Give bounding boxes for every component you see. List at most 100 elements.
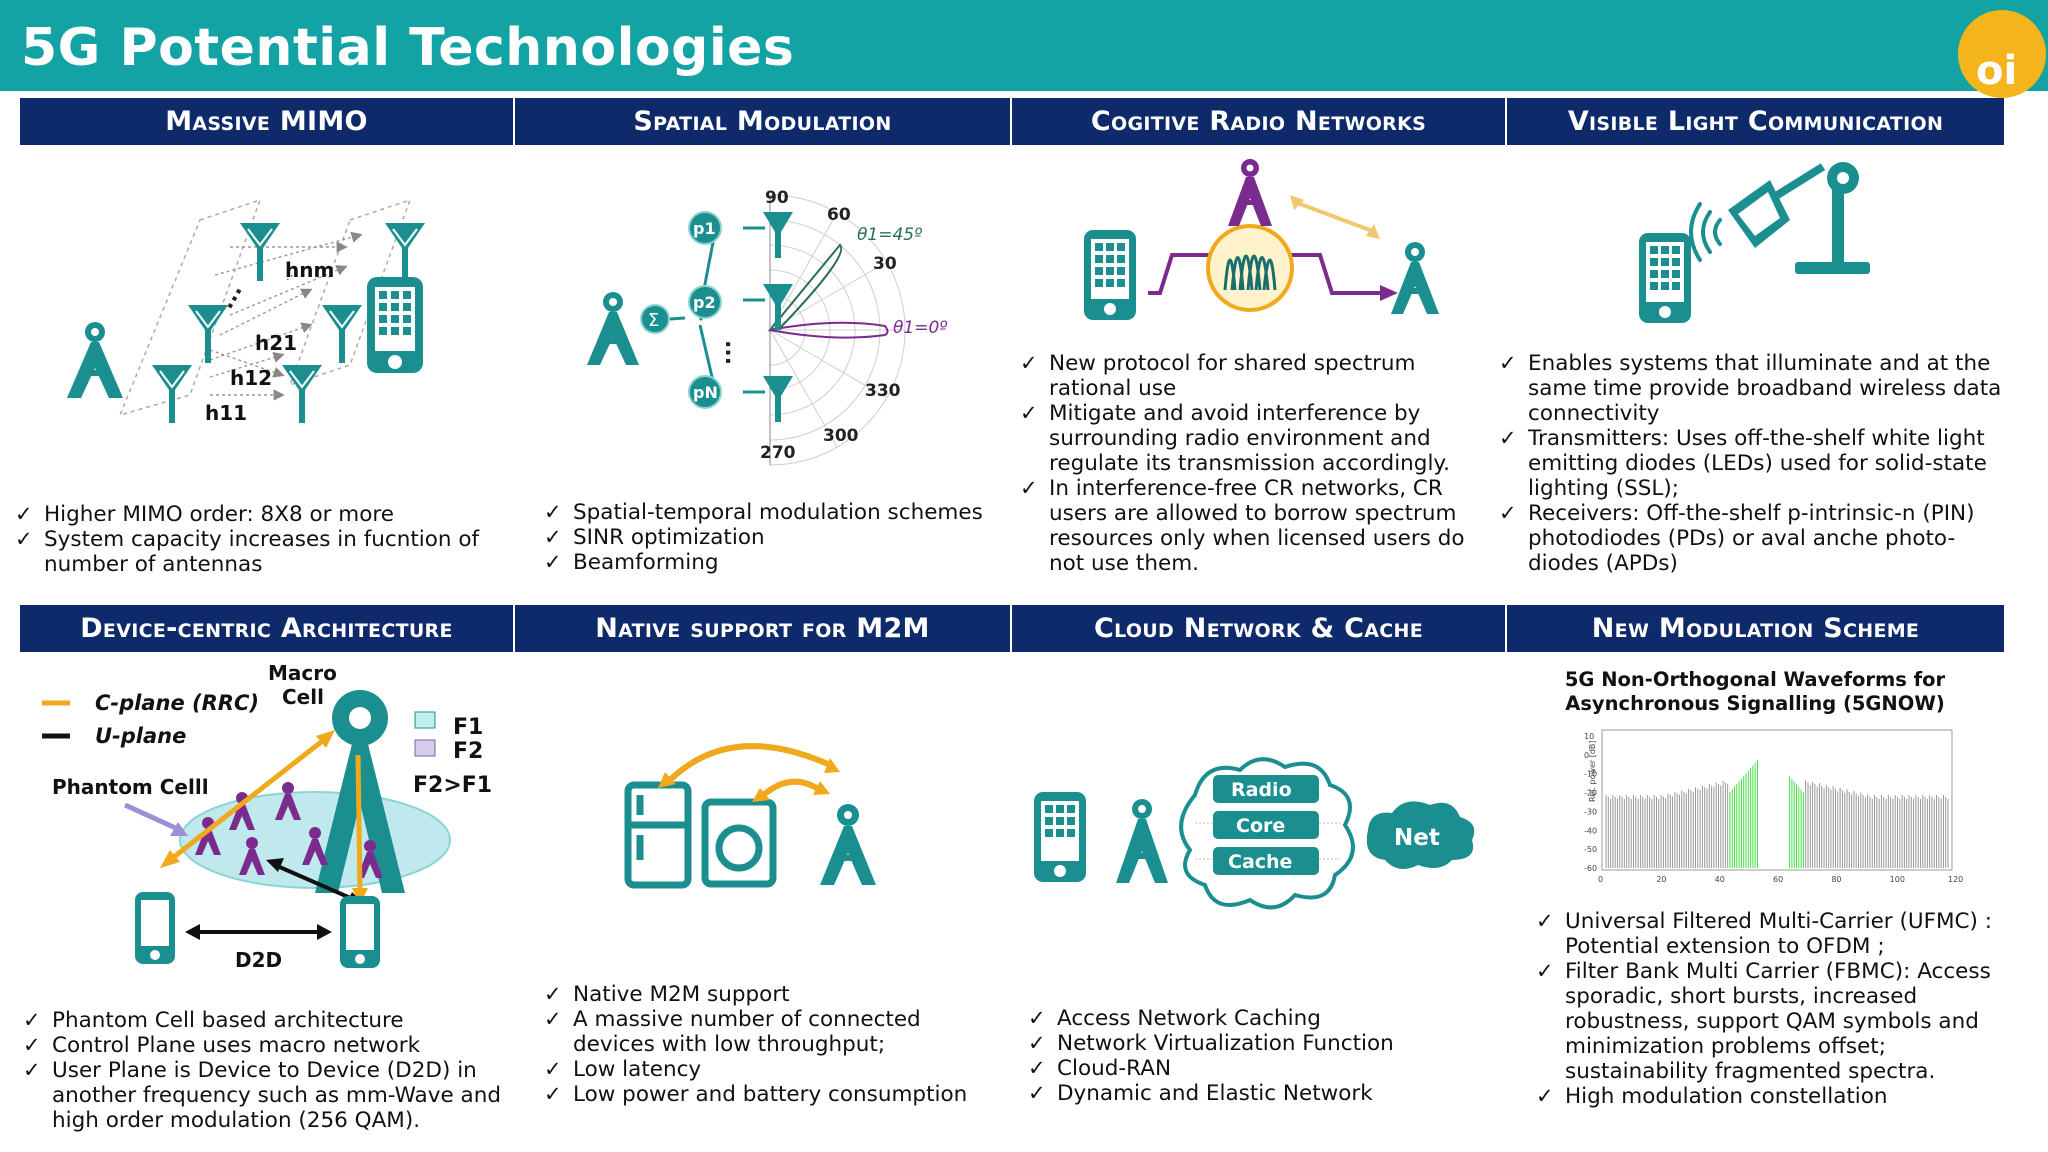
angle-300: 300 [823,426,859,446]
cloud-bullet: Cloud-RAN [1028,1056,1488,1081]
visible-light-bullets: Enables systems that illuminate and at t… [1499,351,2019,576]
cognitive-radio-figure [1084,159,1439,320]
cloud-cache: Cache [1228,851,1292,873]
d2d-label: D2D [235,948,282,972]
xtick-label: 60 [1773,875,1783,884]
cloud-bullet: Access Network Caching [1028,1006,1488,1031]
m2m-bullet: Low latency [544,1057,1004,1082]
m2m-bullet: A massive number of connected devices wi… [544,1007,1004,1057]
m2m-bullet: Low power and battery consumption [544,1082,1004,1107]
m2m-bullets: Native M2M support A massive number of c… [544,982,1004,1107]
angle-60: 60 [827,205,851,225]
angle-270: 270 [760,443,796,463]
device-centric-bullet: Phantom Cell based architecture [23,1008,503,1033]
xtick-label: 100 [1890,875,1905,884]
legend-uplane: U-plane [95,724,186,748]
node-p1: p1 [693,219,716,238]
legend-cplane: C-plane (RRC) [95,691,259,715]
device-centric-bullet: User Plane is Device to Device (D2D) in … [23,1058,503,1133]
node-pN: pN [693,383,718,402]
header-spatial-modulation: Spatial Modulation [515,98,1012,145]
xtick-label: 120 [1948,875,1963,884]
device-centric-figure: C-plane (RRC) U-plane Macro Cell F1 F2 F… [42,661,492,972]
legend-f1: F1 [453,715,483,740]
ytick-label: 0 [1584,751,1589,760]
m2m-bullet: Native M2M support [544,982,1004,1007]
header-cloud-network: Cloud Network & Cache [1012,605,1507,652]
header-massive-mimo: Massive MIMO [20,98,515,145]
title-bar [0,0,2048,91]
svg-text:⋰: ⋰ [286,269,297,282]
visible-light-bullet: Receivers: Off-the-shelf p-intrinsic-n (… [1499,501,2019,576]
label-h11: h11 [205,401,247,425]
node-p2: p2 [693,293,716,312]
ytick-label: -10 [1584,770,1597,779]
cognitive-bullet: New protocol for shared spectrum rationa… [1020,351,1475,401]
page-title: 5G Potential Technologies [21,18,795,78]
visible-light-bullet: Enables systems that illuminate and at t… [1499,351,2019,426]
massive-mimo-figure: ⋰ ... ... hnm h21 h12 h11 [67,198,426,425]
logo-text: oi [1976,48,2018,94]
legend-f2: F2 [453,739,483,764]
cloud-bullet: Dynamic and Elastic Network [1028,1081,1488,1106]
mimo-bullet: System capacity increases in fucntion of… [15,527,485,577]
spatial-modulation-figure: 90 60 30 330 300 270 θ1=45º θ1=0º Σ p1 p… [587,188,947,466]
net-cloud: Net [1394,825,1440,851]
visible-light-bullet: Transmitters: Uses off-the-shelf white l… [1499,426,2019,501]
angle-90: 90 [765,188,789,208]
header-device-centric: Device-centric Architecture [20,605,515,652]
xtick-label: 20 [1656,875,1666,884]
svg-text:Macro: Macro [268,661,337,685]
modulation-bullet: High modulation constellation [1536,1084,2016,1109]
sum-node: Σ [648,310,659,331]
m2m-figure [624,743,876,889]
svg-text:Cell: Cell [282,685,324,709]
ytick-label: -30 [1584,807,1597,816]
mimo-bullet: Higher MIMO order: 8X8 or more [15,502,485,527]
modulation-bullet: Universal Filtered Multi-Carrier (UFMC) … [1536,909,2016,959]
cloud-radio: Radio [1231,779,1292,801]
xtick-label: 80 [1831,875,1841,884]
spectrum-ylabel: Rel. power [dB] [1588,740,1597,802]
visible-light-figure [1639,162,1870,323]
cloud-core: Core [1236,815,1285,837]
cognitive-bullet: Mitigate and avoid interference by surro… [1020,401,1475,476]
label-h21: h21 [255,331,297,355]
cloud-network-figure: Radio Core Cache Net [1034,757,1475,910]
header-cognitive-radio: Cogitive Radio Networks [1012,98,1507,145]
cognitive-bullet: In interference-free CR networks, CR use… [1020,476,1475,576]
cloud-bullet: Network Virtualization Function [1028,1031,1488,1056]
ytick-label: -50 [1584,845,1597,854]
device-centric-bullet: Control Plane uses macro network [23,1033,503,1058]
header-m2m: Native support for M2M [515,605,1012,652]
theta-45: θ1=45º [857,225,922,245]
ytick-label: -20 [1584,789,1597,798]
xtick-label: 40 [1715,875,1725,884]
cloud-bullets: Access Network Caching Network Virtualiz… [1028,1006,1488,1106]
spatial-bullet: Beamforming [544,550,1004,575]
modulation-figure-title: 5G Non-Orthogonal Waveforms for Asynchro… [1564,668,1946,715]
modulation-bullet: Filter Bank Multi Carrier (FBMC): Access… [1536,959,2016,1084]
spatial-bullet: Spatial-temporal modulation schemes [544,500,1004,525]
ytick-label: 10 [1584,732,1594,741]
device-centric-bullets: Phantom Cell based architecture Control … [23,1008,503,1133]
svg-text:hnm: hnm [285,258,334,282]
label-h12: h12 [230,366,272,390]
angle-30: 30 [873,254,897,274]
svg-text:...: ... [720,340,745,365]
cognitive-bullets: New protocol for shared spectrum rationa… [1020,351,1475,576]
legend-f2f1: F2>F1 [413,773,492,798]
xtick-label: 0 [1598,875,1603,884]
ytick-label: -40 [1584,826,1597,835]
modulation-bullets: Universal Filtered Multi-Carrier (UFMC) … [1536,909,2016,1109]
phantom-label: Phantom Celll [52,775,209,799]
mimo-bullets: Higher MIMO order: 8X8 or more System ca… [15,502,485,577]
spatial-bullets: Spatial-temporal modulation schemes SINR… [544,500,1004,575]
oi-logo: oi [1958,10,2046,98]
label-hnm: hnm [285,258,334,282]
header-visible-light: Visible Light Communication [1507,98,2004,145]
theta-0: θ1=0º [893,318,947,338]
header-new-modulation: New Modulation Scheme [1507,605,2004,652]
spatial-bullet: SINR optimization [544,525,1004,550]
